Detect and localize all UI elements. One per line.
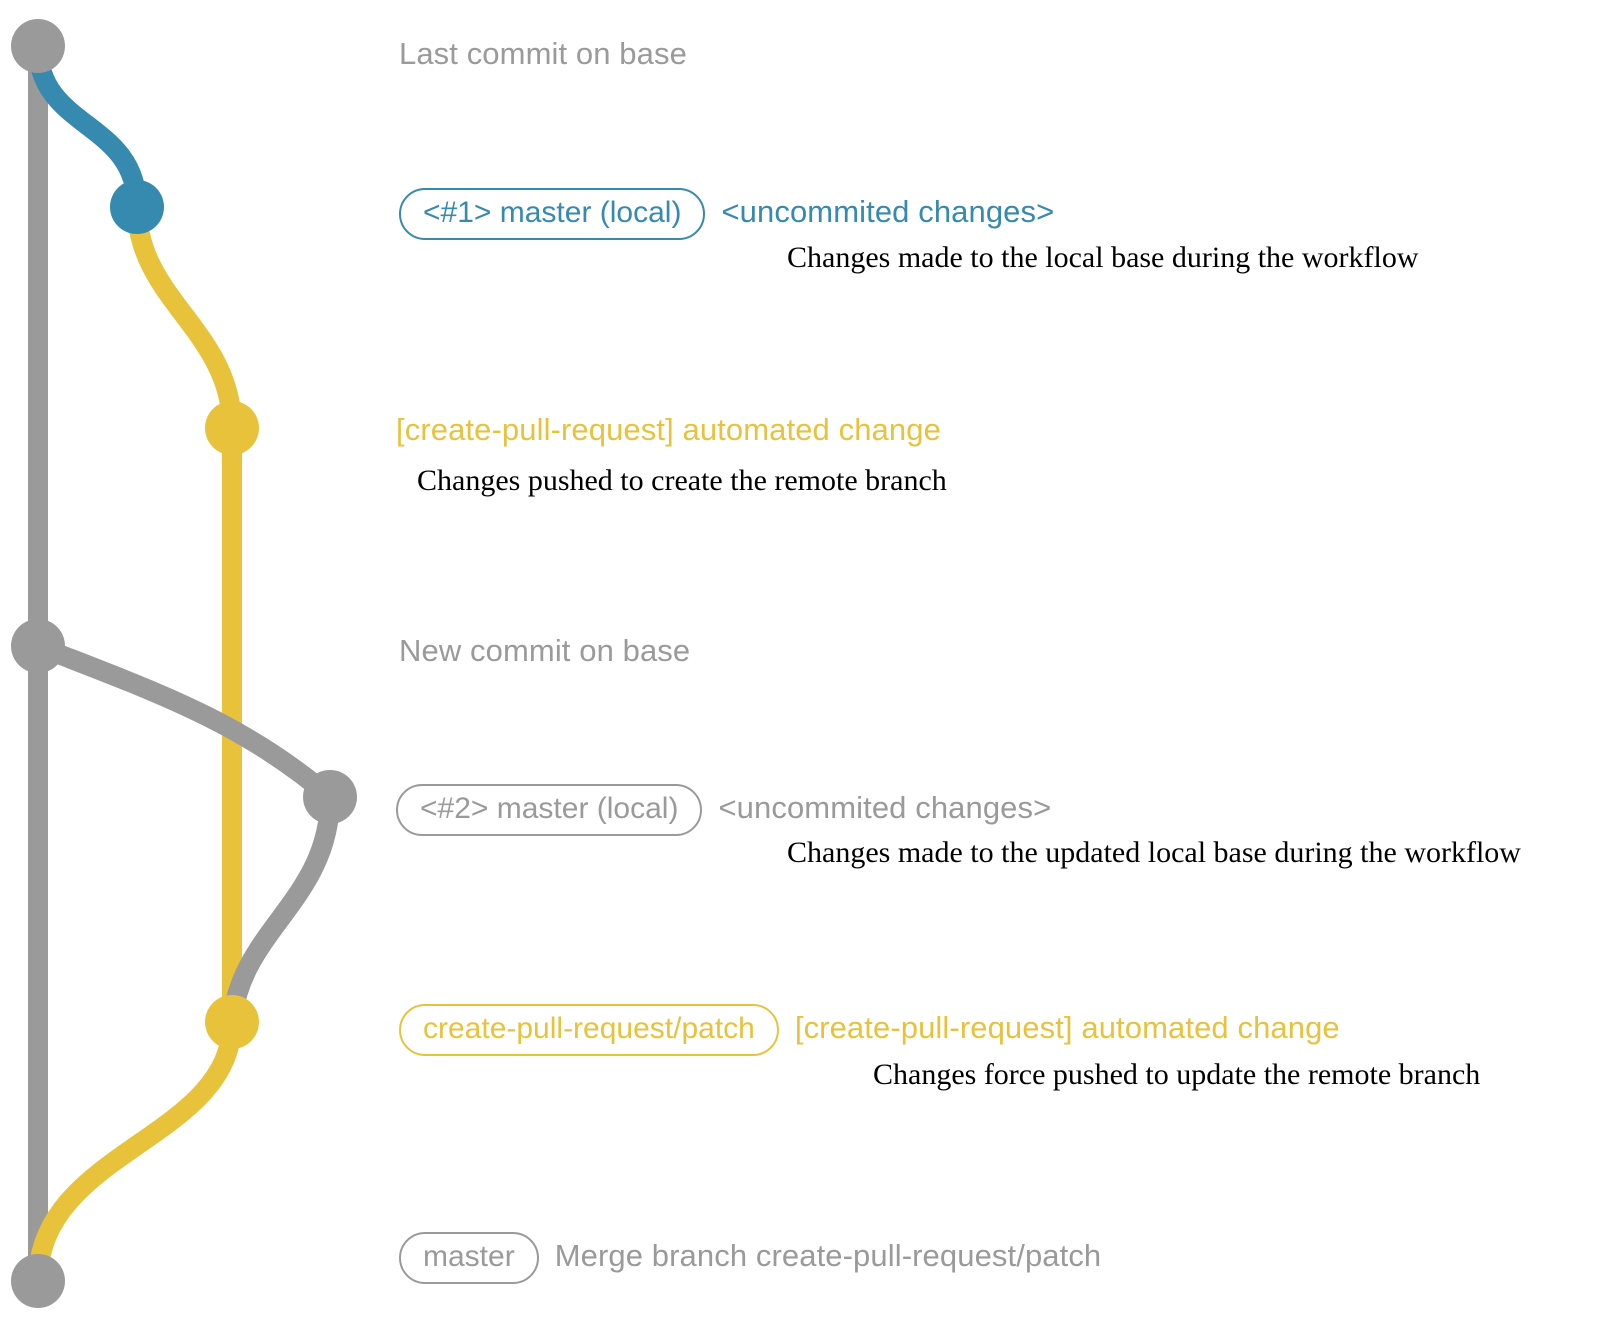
commit-subject: [create-pull-request] automated change	[794, 1010, 1340, 1045]
commit-description-3: Changes made to the updated local base d…	[787, 836, 1521, 869]
commit-subject: New commit on base	[399, 633, 691, 668]
commit-description-4: Changes force pushed to update the remot…	[873, 1058, 1481, 1091]
commit-description-2: Changes pushed to create the remote bran…	[417, 464, 947, 497]
row-master-local-1: <#1> master (local) <uncommited changes>	[399, 188, 1054, 240]
row-automated-change-2: create-pull-request/patch [create-pull-r…	[399, 1004, 1340, 1056]
row-last-commit-on-base: Last commit on base	[399, 36, 687, 72]
commit-subject: Merge branch create-pull-request/patch	[554, 1238, 1102, 1273]
row-master-local-2: <#2> master (local) <uncommited changes>	[396, 784, 1051, 836]
branch-badge-create-pull-request-patch[interactable]: create-pull-request/patch	[399, 1004, 779, 1056]
commit-subject: Last commit on base	[399, 36, 687, 71]
branch-badge-master-local-1[interactable]: <#1> master (local)	[399, 188, 706, 240]
commit-description-1: Changes made to the local base during th…	[787, 241, 1419, 274]
row-automated-change-1: [create-pull-request] automated change	[396, 414, 941, 445]
branch-badge-master-local-2[interactable]: <#2> master (local)	[396, 784, 703, 836]
commit-subject: <uncommited changes>	[718, 790, 1052, 825]
row-merge-commit: master Merge branch create-pull-request/…	[399, 1232, 1101, 1284]
commit-subject: <uncommited changes>	[721, 194, 1055, 229]
row-new-commit-on-base: New commit on base	[399, 633, 690, 669]
branch-badge-master[interactable]: master	[399, 1232, 539, 1284]
commit-subject: [create-pull-request] automated change	[396, 412, 941, 447]
